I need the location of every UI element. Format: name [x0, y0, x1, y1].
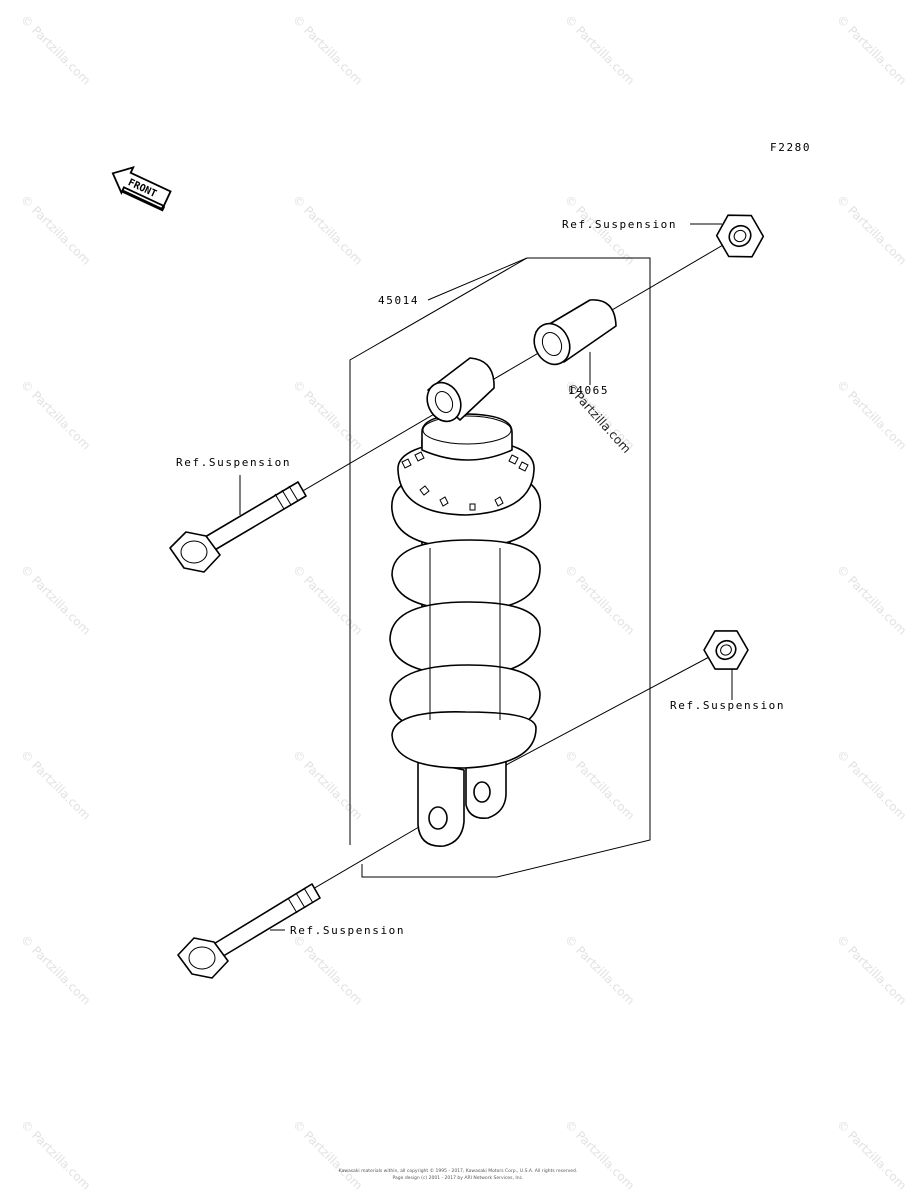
partzilla-watermark: © Partzilla.com — [18, 192, 93, 267]
partzilla-watermark: © Partzilla.com — [290, 932, 365, 1007]
callout-lower-bolt-label: Ref.Suspension — [290, 924, 405, 937]
collar-part — [533, 299, 617, 366]
lower-bolt-part — [177, 883, 321, 979]
partzilla-watermark: © Partzilla.com — [18, 12, 93, 87]
partzilla-watermark: © Partzilla.com — [290, 12, 365, 87]
partzilla-watermark: © Partzilla.com — [18, 562, 93, 637]
partzilla-watermark: © Partzilla.com — [562, 562, 637, 637]
partzilla-watermark: © Partzilla.com — [834, 1117, 909, 1192]
partzilla-watermark: © Partzilla.com — [834, 377, 909, 452]
partzilla-watermark: © Partzilla.com — [290, 1117, 365, 1192]
upper-bolt-part — [169, 481, 307, 573]
partzilla-watermark: © Partzilla.com — [18, 377, 93, 452]
partzilla-watermark: © Partzilla.com — [290, 562, 365, 637]
footer-copyright: Kawasaki materials within, all copyright… — [339, 1167, 578, 1174]
partzilla-watermark: © Partzilla.com — [290, 377, 365, 452]
partzilla-watermark: © Partzilla.com — [18, 932, 93, 1007]
partzilla-watermark: © Partzilla.com — [18, 1117, 93, 1192]
shock-absorber-part — [389, 357, 542, 847]
partzilla-watermark: © Partzilla.com — [562, 12, 637, 87]
partzilla-watermark: © Partzilla.com — [834, 932, 909, 1007]
partzilla-watermark: © Partzilla.com — [834, 12, 909, 87]
top-nut-part — [715, 214, 765, 258]
callout-shock-absorber-label: 45014 — [378, 294, 419, 307]
partzilla-watermark: © Partzilla.com — [562, 747, 637, 822]
lower-nut-part — [703, 630, 749, 670]
footer-page-design: Page design (c) 2001 - 2017 by ARI Netwo… — [393, 1175, 524, 1181]
callout-collar-label: 14065 — [568, 384, 609, 397]
partzilla-watermark: © Partzilla.com — [18, 747, 93, 822]
figure-code: F2280 — [770, 141, 811, 154]
partzilla-watermark: © Partzilla.com — [290, 747, 365, 822]
partzilla-watermark: © Partzilla.com — [562, 1117, 637, 1192]
callout-lower-nut-label: Ref.Suspension — [670, 699, 785, 712]
callout-upper-bolt-label: Ref.Suspension — [176, 456, 291, 469]
front-arrow-icon: FRONT — [111, 165, 172, 212]
partzilla-watermark: © Partzilla.com — [562, 932, 637, 1007]
partzilla-watermark: © Partzilla.com — [834, 747, 909, 822]
assembly-bracket — [349, 257, 651, 878]
partzilla-watermark: © Partzilla.com — [290, 192, 365, 267]
callout-top-nut-label: Ref.Suspension — [562, 218, 677, 231]
partzilla-watermark: © Partzilla.com — [834, 192, 909, 267]
partzilla-watermark: © Partzilla.com — [834, 562, 909, 637]
